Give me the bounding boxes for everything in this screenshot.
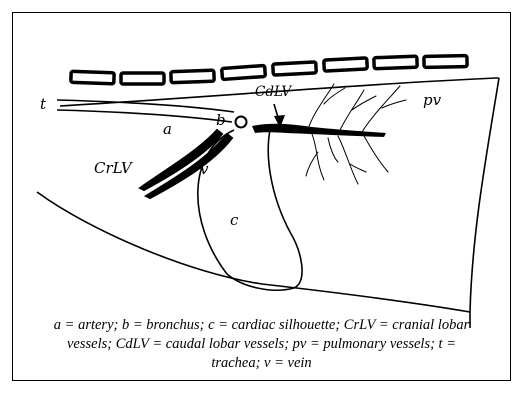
cranial-lobar-vein — [146, 134, 232, 198]
vertebra — [121, 73, 164, 84]
label-v: v — [200, 160, 209, 178]
thorax-ventral-outline — [37, 192, 470, 312]
label-pv: pv — [423, 91, 442, 109]
legend-line: vessels; CdLV = caudal lobar vessels; pv… — [18, 335, 505, 354]
label-crlv: CrLV — [94, 159, 134, 177]
legend-caption: a = artery; b = bronchus; c = cardiac si… — [18, 316, 505, 373]
vertebra — [374, 56, 417, 68]
legend-line: a = artery; b = bronchus; c = cardiac si… — [18, 316, 505, 335]
vertebra — [273, 62, 317, 75]
legend-line: trachea; v = vein — [18, 354, 505, 373]
label-b: b — [216, 111, 226, 129]
label-t: t — [40, 95, 47, 113]
vertebra — [222, 65, 266, 79]
vertebra — [324, 58, 368, 71]
bronchus-ring — [236, 117, 247, 128]
vertebra — [71, 71, 114, 83]
label-cdlv: CdLV — [255, 84, 292, 100]
trachea-lower — [57, 110, 232, 122]
label-c: c — [230, 211, 239, 229]
label-a: a — [163, 120, 172, 138]
diaphragm-outline — [470, 78, 499, 328]
vertebra — [171, 70, 214, 82]
vertebra — [424, 56, 467, 68]
vertebrae — [71, 56, 467, 84]
